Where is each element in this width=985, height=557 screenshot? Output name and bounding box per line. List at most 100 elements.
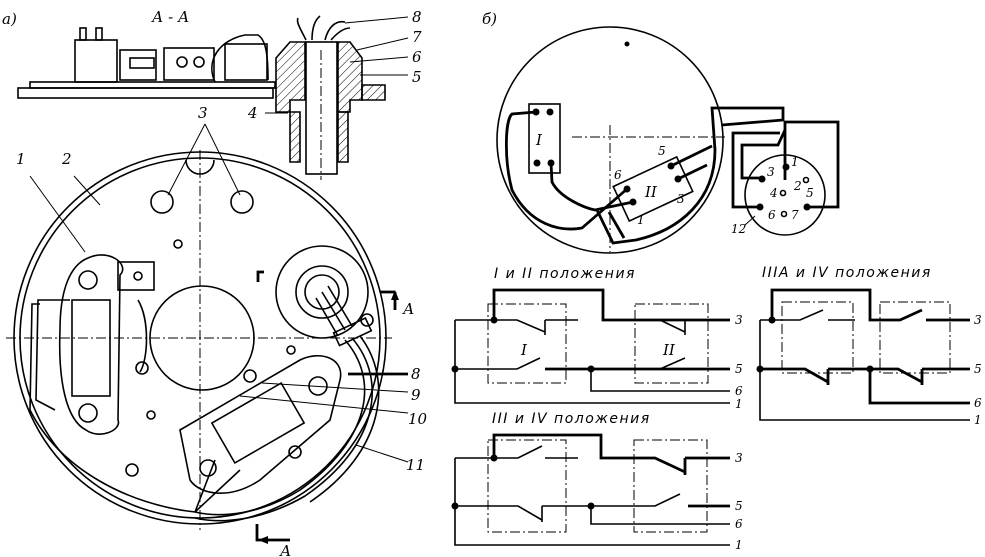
schematic-positions-3-4: III и IV положения 3 5 6 1 bbox=[451, 411, 743, 552]
section-marker-top: А bbox=[402, 300, 414, 318]
leader-3 bbox=[204, 123, 241, 196]
pin-2-socket bbox=[802, 176, 810, 184]
leader-3 bbox=[167, 123, 206, 196]
wire-harness bbox=[35, 299, 70, 411]
bushing-stem-left bbox=[289, 111, 301, 163]
junction-dot bbox=[587, 365, 595, 373]
switch-two-label: II bbox=[644, 183, 658, 201]
callout-4: 4 bbox=[247, 104, 258, 122]
wire bbox=[607, 211, 626, 239]
callout-8: 8 bbox=[412, 8, 422, 26]
mounting-hole bbox=[150, 190, 174, 214]
pin-label-7: 7 bbox=[791, 208, 799, 222]
terminal-label: 6 bbox=[735, 384, 743, 398]
terminal-label-6: 6 bbox=[614, 168, 622, 182]
junction-dot bbox=[490, 316, 498, 324]
cable-wires bbox=[296, 15, 351, 41]
pin-label-3: 3 bbox=[767, 165, 775, 179]
section-view: 8 7 6 5 4 bbox=[17, 8, 422, 180]
cable-clamp bbox=[332, 316, 373, 347]
switch-one bbox=[528, 103, 561, 174]
schematic-positions-1-2: I и II положения I II 3 5 6 1 bbox=[451, 266, 743, 411]
panel-b: б) I II 5 6 3 1 bbox=[482, 10, 840, 254]
panel-a: а) А - А bbox=[2, 8, 428, 557]
coil-component bbox=[119, 49, 157, 81]
contact-lower bbox=[659, 357, 686, 370]
leader-11 bbox=[355, 444, 409, 463]
contact-upper bbox=[659, 319, 686, 335]
terminal-label: 1 bbox=[735, 538, 743, 552]
wire-1 bbox=[454, 320, 730, 404]
callout-1: 1 bbox=[16, 150, 26, 168]
pin-empty-socket bbox=[780, 210, 788, 218]
wire-1 bbox=[759, 320, 970, 421]
screw-icon bbox=[286, 345, 296, 355]
screw-icon bbox=[78, 403, 98, 423]
connector-label: 12 bbox=[731, 222, 746, 236]
terminal-block bbox=[163, 47, 215, 81]
wire-bundle bbox=[309, 335, 380, 503]
pin-6 bbox=[756, 203, 764, 211]
section-bracket bbox=[256, 270, 264, 282]
wire-bundle bbox=[194, 459, 241, 513]
wire bbox=[492, 433, 730, 475]
arrow-up-icon bbox=[391, 290, 399, 300]
marker-dot bbox=[624, 41, 630, 47]
terminal-dot bbox=[546, 108, 554, 116]
screw-icon bbox=[193, 56, 205, 68]
wire-5 bbox=[760, 367, 970, 385]
wire-5 bbox=[455, 493, 681, 522]
panel-a-label: а) bbox=[2, 10, 17, 28]
terminal-label-5: 5 bbox=[658, 144, 666, 158]
plan-view: 3 1 2 bbox=[6, 104, 428, 557]
center-disc bbox=[149, 285, 255, 391]
screw-icon bbox=[125, 463, 139, 477]
relay-pin bbox=[95, 27, 103, 41]
pin-7 bbox=[803, 203, 811, 211]
bracket bbox=[117, 261, 155, 291]
contact-upper bbox=[455, 445, 578, 459]
wire-loop bbox=[211, 34, 269, 83]
wire-harness bbox=[29, 303, 40, 411]
leader-9 bbox=[261, 382, 409, 393]
wire-bundle bbox=[29, 409, 196, 513]
screw-icon bbox=[78, 270, 98, 290]
wire bbox=[505, 110, 628, 231]
switch-label: I bbox=[520, 341, 528, 359]
terminal-label: 5 bbox=[735, 362, 743, 376]
wire-1 bbox=[454, 458, 730, 546]
terminal-label: 3 bbox=[735, 451, 743, 465]
junction-dot bbox=[451, 365, 459, 373]
leader-2 bbox=[73, 175, 101, 206]
wire bbox=[492, 288, 730, 322]
switch-box bbox=[487, 303, 567, 384]
terminal-label: 3 bbox=[735, 313, 743, 327]
callout-6: 6 bbox=[412, 48, 422, 66]
schematic-title: I и II положения bbox=[494, 266, 636, 282]
leader-7 bbox=[356, 37, 409, 51]
pcb bbox=[29, 81, 276, 89]
junction-dot bbox=[756, 365, 764, 373]
contact-block bbox=[224, 43, 268, 81]
wire bbox=[783, 120, 840, 209]
section-mark-bottom bbox=[255, 524, 290, 542]
callout-5: 5 bbox=[412, 68, 422, 86]
leader-1 bbox=[29, 175, 86, 253]
wire-6 bbox=[868, 369, 970, 405]
switch-two-plate bbox=[179, 355, 342, 494]
cable-bundle bbox=[315, 285, 353, 337]
switch-one bbox=[71, 299, 111, 397]
junction-dot bbox=[451, 502, 459, 510]
junction-dot bbox=[490, 454, 498, 462]
terminal-label: 1 bbox=[735, 397, 743, 411]
switch-one-plate bbox=[58, 254, 124, 435]
mounting-hole bbox=[230, 190, 254, 214]
cable-tube bbox=[305, 41, 338, 175]
leader-12 bbox=[744, 215, 756, 226]
callout-11: 11 bbox=[406, 456, 425, 474]
wire-bundle bbox=[194, 339, 366, 516]
wire bbox=[549, 162, 634, 212]
junction-dot bbox=[587, 502, 595, 510]
pin-label-5: 5 bbox=[806, 186, 814, 200]
